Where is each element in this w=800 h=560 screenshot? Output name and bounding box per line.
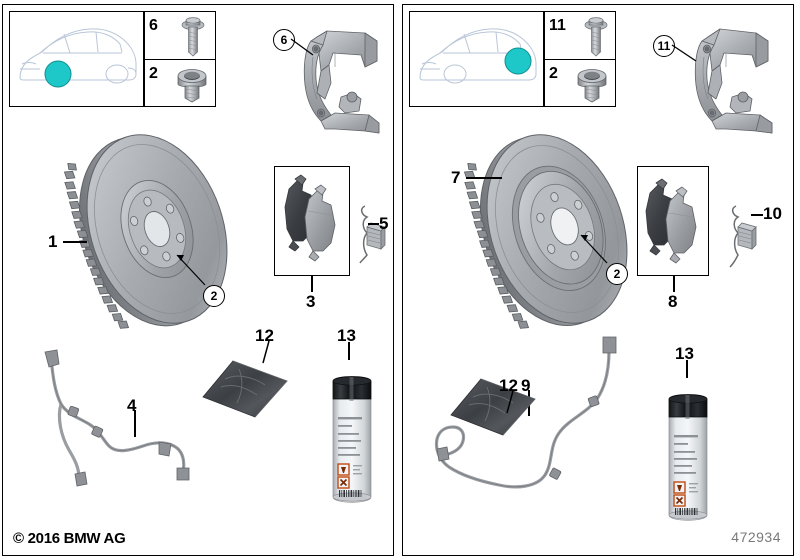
brake-pad-set-box bbox=[637, 166, 709, 276]
bolt-cell-2: 2 bbox=[145, 60, 215, 108]
callout-7: 7 bbox=[451, 168, 461, 187]
bolt-cell-2: 2 bbox=[545, 60, 615, 108]
retaining-spring bbox=[359, 205, 386, 264]
diagram-part-number: 472934 bbox=[731, 529, 781, 545]
bolt-cell-number: 6 bbox=[149, 17, 158, 34]
callout-11: 11 bbox=[653, 35, 675, 57]
brake-disc-front bbox=[63, 134, 228, 329]
bolt-cell-11: 11 bbox=[545, 12, 615, 60]
bolt-cell-6: 6 bbox=[145, 12, 215, 60]
callout-10-leader bbox=[751, 214, 763, 216]
car-silhouette-front bbox=[9, 11, 144, 107]
brake-disc-rear bbox=[463, 134, 628, 329]
callout-6: 6 bbox=[273, 29, 295, 51]
wear-sensor bbox=[434, 336, 617, 489]
flange-bolt-icon bbox=[181, 17, 205, 57]
spray-can bbox=[668, 394, 708, 521]
brake-pad-set bbox=[284, 174, 336, 262]
callout-13-leader bbox=[348, 342, 350, 360]
wear-sensor bbox=[44, 349, 190, 487]
callout-2-leader bbox=[580, 234, 608, 264]
callout-12-leader bbox=[262, 340, 270, 364]
callout-10: 10 bbox=[763, 204, 782, 223]
callout-11-leader bbox=[671, 44, 697, 62]
callout-4-leader bbox=[134, 410, 136, 437]
front-axle-panel: 6 2 bbox=[2, 4, 394, 556]
callout-7-leader bbox=[466, 177, 502, 179]
brake-pad-set-box bbox=[274, 166, 350, 276]
callout-2-leader bbox=[176, 254, 206, 286]
rear-axle-panel: 11 2 bbox=[402, 4, 794, 556]
callout-13: 13 bbox=[675, 344, 694, 363]
flange-bolt-icon bbox=[584, 17, 608, 57]
callout-3: 3 bbox=[306, 292, 316, 311]
highlight-rear-wheel bbox=[504, 47, 532, 75]
callout-9: 9 bbox=[521, 376, 531, 395]
callout-8: 8 bbox=[668, 292, 678, 311]
car-silhouette-rear bbox=[409, 11, 544, 107]
countersunk-screw-icon bbox=[577, 69, 607, 103]
grease-sachet bbox=[450, 378, 536, 436]
callout-12-leader bbox=[506, 390, 514, 414]
caliper-carrier bbox=[303, 30, 380, 134]
callout-6-leader bbox=[290, 38, 314, 56]
countersunk-screw-icon bbox=[177, 69, 207, 103]
bolt-cell-number: 11 bbox=[549, 17, 566, 34]
bolt-thumbnail-column: 11 2 bbox=[544, 11, 616, 107]
highlight-front-wheel bbox=[44, 60, 72, 88]
brake-pad-set bbox=[645, 178, 697, 264]
callout-5-leader bbox=[368, 223, 379, 225]
callout-13: 13 bbox=[337, 326, 356, 345]
copyright-notice: © 2016 BMW AG bbox=[13, 530, 126, 547]
grease-sachet bbox=[202, 360, 288, 418]
callout-12: 12 bbox=[255, 326, 274, 345]
callout-1-leader bbox=[63, 241, 87, 243]
callout-1: 1 bbox=[48, 232, 58, 251]
callout-8-leader bbox=[673, 276, 675, 292]
bolt-cell-number: 2 bbox=[149, 65, 158, 82]
callout-4: 4 bbox=[127, 396, 137, 415]
callout-13-leader bbox=[686, 360, 688, 378]
caliper-carrier bbox=[694, 28, 773, 134]
callout-2: 2 bbox=[606, 263, 628, 285]
callout-3-leader bbox=[311, 276, 313, 292]
bolt-thumbnail-column: 6 2 bbox=[144, 11, 216, 107]
retaining-spring bbox=[729, 205, 757, 268]
callout-5: 5 bbox=[379, 214, 389, 233]
spray-can bbox=[332, 376, 372, 503]
bolt-cell-number: 2 bbox=[549, 65, 558, 82]
callout-12: 12 bbox=[499, 376, 518, 395]
callout-2: 2 bbox=[203, 285, 225, 307]
